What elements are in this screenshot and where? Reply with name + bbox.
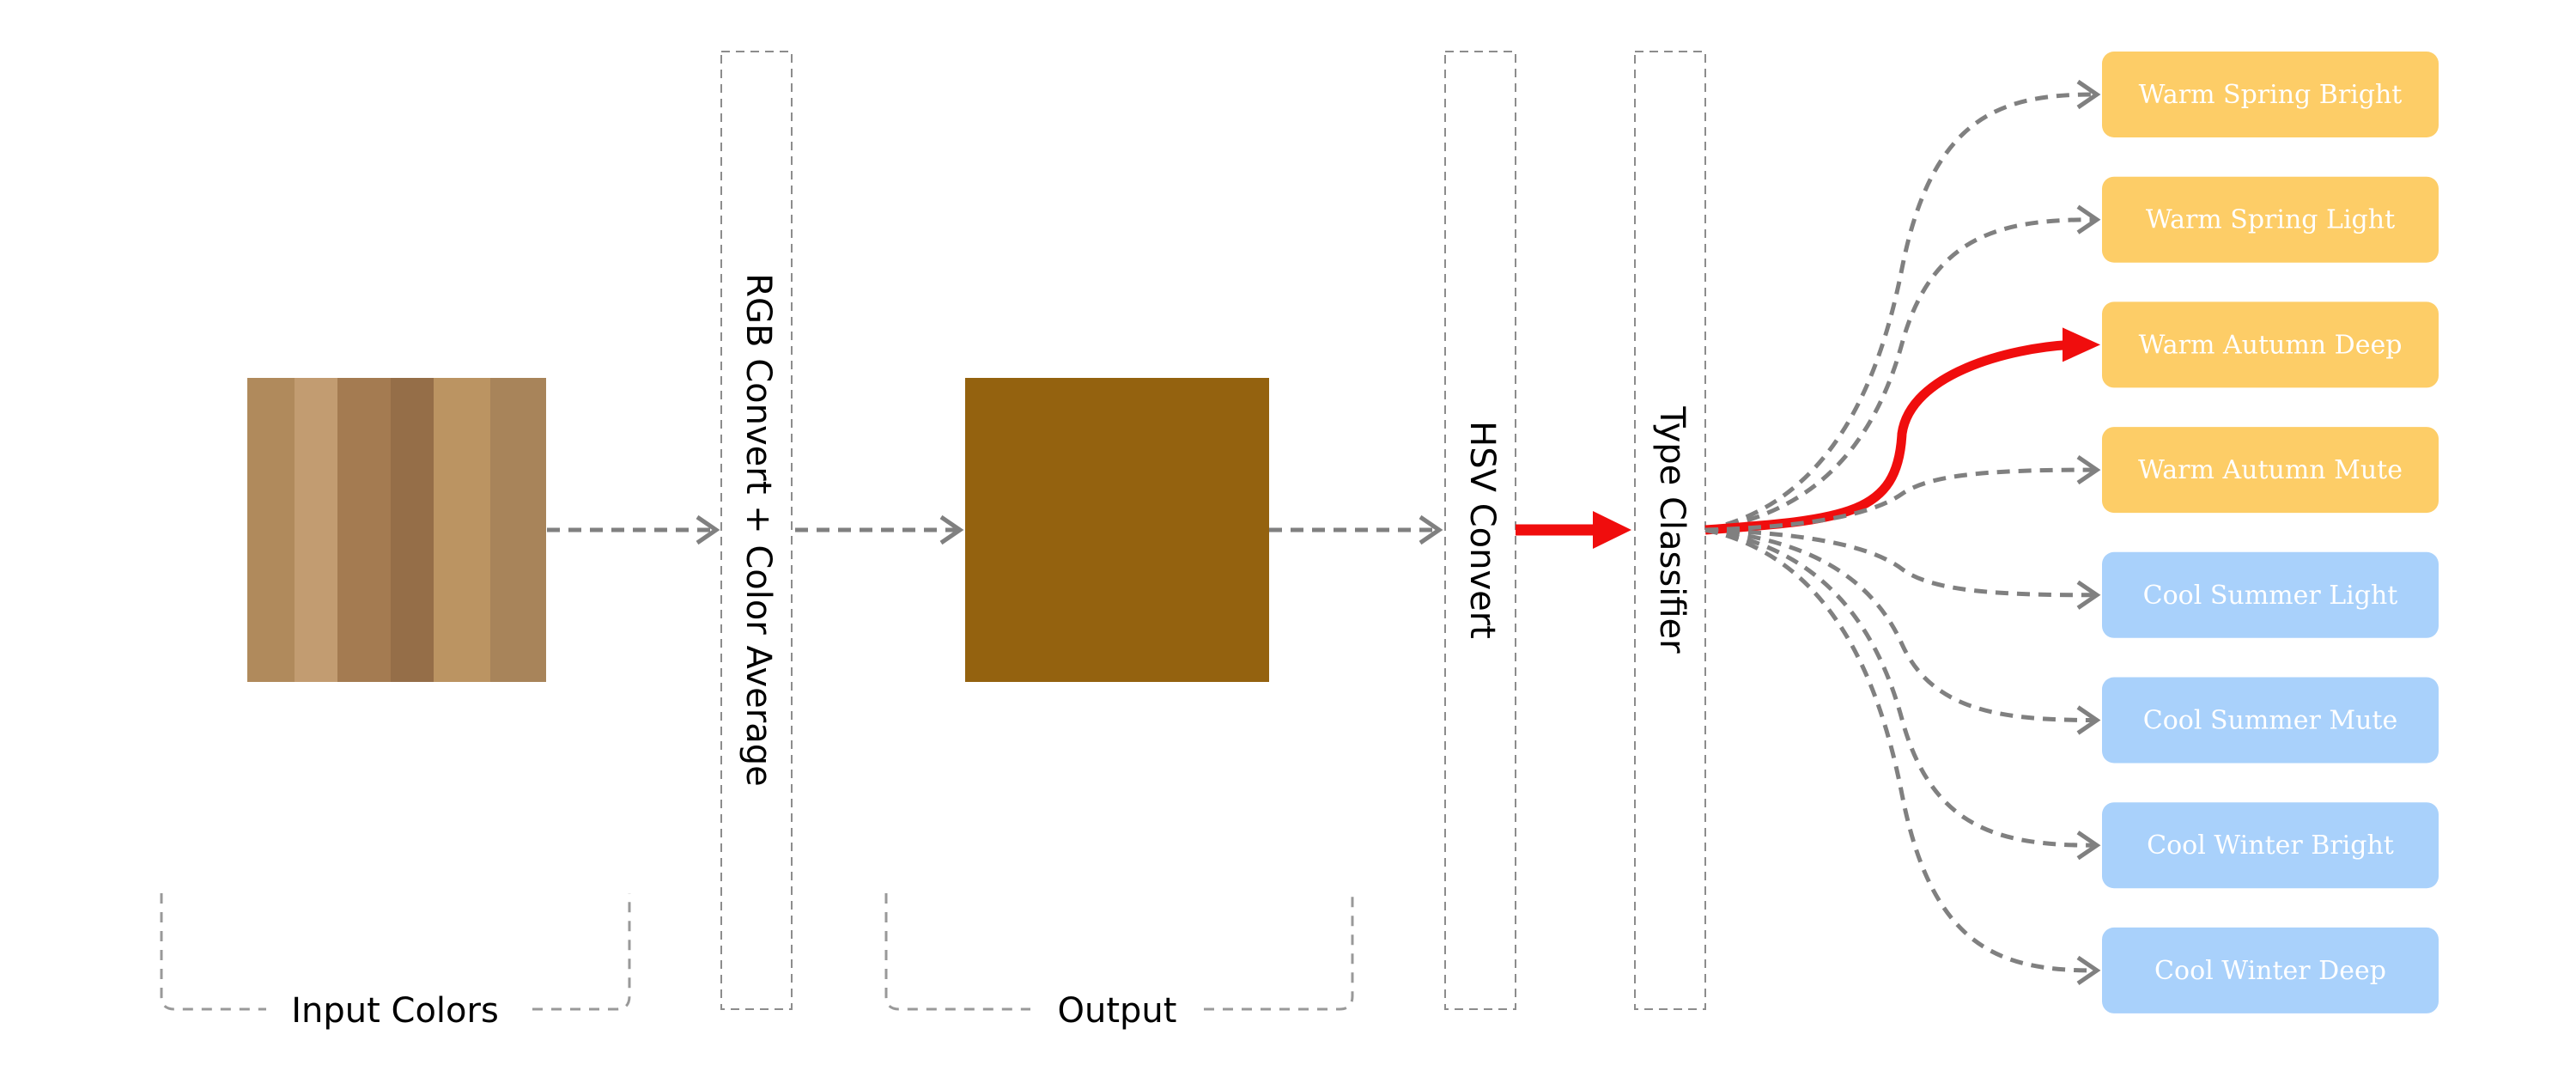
input-swatch xyxy=(337,378,392,682)
hsv-convert-label: HSV Convert xyxy=(1462,421,1502,639)
type-pill-label: Warm Spring Bright xyxy=(2139,80,2403,110)
type-pill-bg xyxy=(2102,677,2439,764)
type-pill: Warm Spring Bright xyxy=(2102,52,2439,137)
type-arrow xyxy=(1704,92,2094,532)
input-colors-label: Input Colors xyxy=(291,991,499,1031)
arrow-output-to-hsv-head xyxy=(1419,514,1443,545)
rgb-convert-label: RGB Convert + Color Average xyxy=(738,273,778,786)
type-pill-bg xyxy=(2102,802,2439,889)
type-classifier-label: Type Classifier xyxy=(1652,405,1692,654)
type-pill: Cool Winter Bright xyxy=(2102,802,2439,889)
input-swatches xyxy=(247,378,546,682)
type-pill: Cool Winter Deep xyxy=(2102,927,2439,1013)
type-arrow-head xyxy=(2076,831,2101,861)
type-classifier-box xyxy=(1634,51,1706,1010)
input-swatch xyxy=(434,378,491,682)
type-pill-bg xyxy=(2102,427,2439,514)
input-swatch xyxy=(391,378,434,682)
type-pill-bg xyxy=(2102,301,2439,388)
type-pill-bg xyxy=(2102,551,2439,638)
input-swatch xyxy=(295,378,338,682)
selected-type-arrow-head xyxy=(2063,327,2100,362)
hsv-convert-box xyxy=(1444,51,1516,1010)
type-arrow xyxy=(1704,527,2094,848)
arrow-rgb-to-output-head xyxy=(939,514,964,545)
arrow-input-to-rgb-head xyxy=(696,514,720,545)
input-colors-bracket xyxy=(160,893,631,1011)
type-arrow xyxy=(1704,527,2094,973)
input-swatch xyxy=(490,378,546,682)
type-pill-label: Cool Summer Mute xyxy=(2143,706,2397,736)
type-pill-label: Warm Autumn Deep xyxy=(2139,330,2403,360)
type-pill-label: Cool Winter Deep xyxy=(2154,956,2386,986)
type-pill: Cool Summer Light xyxy=(2102,551,2439,638)
type-arrow-head xyxy=(2076,580,2101,610)
type-pill: Warm Autumn Mute xyxy=(2102,427,2439,514)
type-pill-bg xyxy=(2102,52,2439,137)
output-label: Output xyxy=(1058,991,1177,1031)
type-arrow-head xyxy=(2076,204,2101,234)
type-arrow xyxy=(1704,527,2094,722)
type-arrow-head xyxy=(2076,79,2101,110)
type-arrow xyxy=(1704,217,2094,532)
fanout-arrows xyxy=(1704,79,2101,985)
input-swatch xyxy=(247,378,295,682)
type-pill-label: Cool Winter Bright xyxy=(2147,831,2394,861)
arrow-hsv-to-classifier-head xyxy=(1593,511,1631,549)
output-swatch xyxy=(965,378,1269,682)
output-bracket xyxy=(884,893,1354,1011)
type-pill: Warm Spring Light xyxy=(2102,176,2439,263)
type-pill: Warm Autumn Deep xyxy=(2102,301,2439,388)
type-pill-bg xyxy=(2102,927,2439,1013)
type-pill-bg xyxy=(2102,176,2439,263)
type-arrow-head xyxy=(2076,955,2101,985)
type-arrow-head xyxy=(2076,455,2101,485)
type-arrow xyxy=(1704,467,2094,532)
type-pill-label: Warm Autumn Mute xyxy=(2138,455,2403,485)
selected-type-arrow xyxy=(1704,339,2072,535)
rgb-convert-box xyxy=(720,51,793,1010)
type-pill-label: Cool Summer Light xyxy=(2143,581,2398,611)
type-arrow-head xyxy=(2076,705,2101,735)
type-pill: Cool Summer Mute xyxy=(2102,677,2439,764)
type-pill-label: Warm Spring Light xyxy=(2146,205,2395,235)
type-arrow xyxy=(1704,527,2094,598)
